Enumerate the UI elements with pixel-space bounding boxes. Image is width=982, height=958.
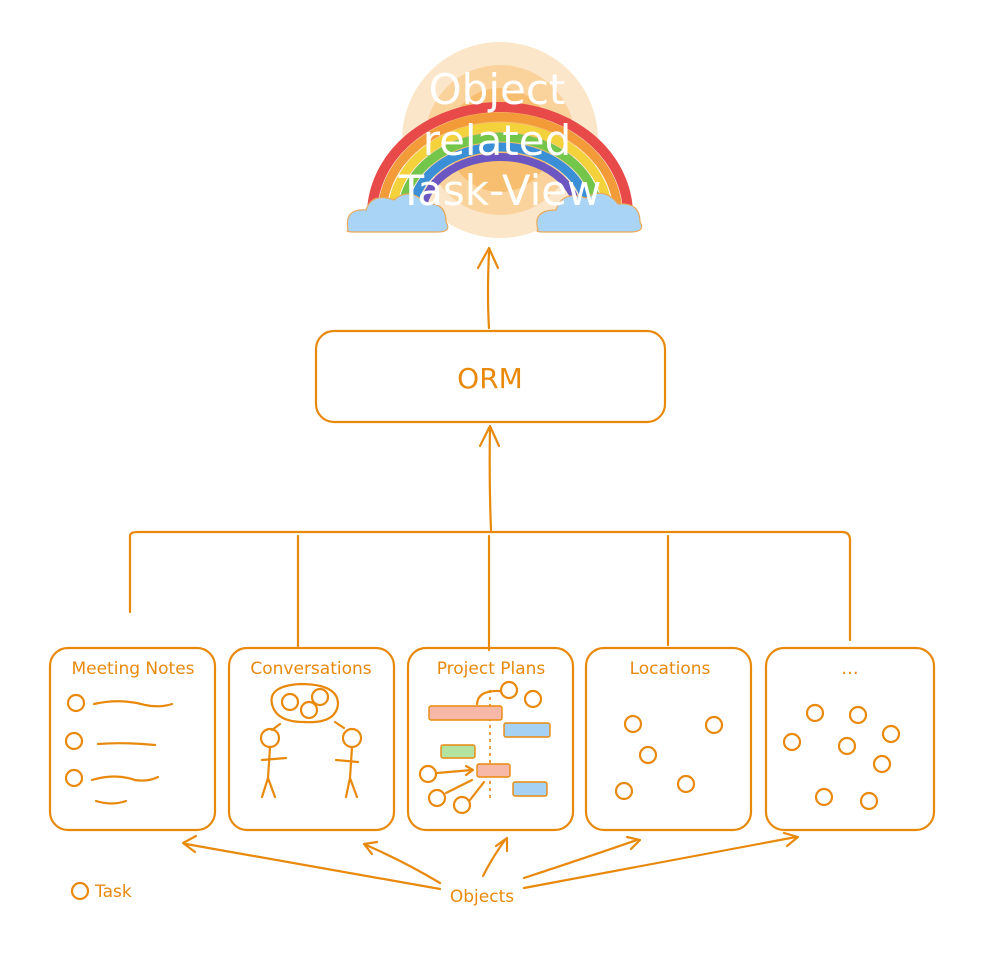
title-line-1: Object (429, 65, 566, 114)
arrow-orm-to-title (476, 246, 500, 330)
objects-arrows (181, 831, 800, 891)
card-meeting-notes: Meeting Notes (48, 646, 217, 832)
cloud-left-icon (346, 193, 449, 233)
objects-label: Objects (450, 887, 514, 907)
arrow-cards-to-orm (128, 424, 852, 652)
orm-box: ORM (314, 329, 667, 424)
conversation-people-icon (259, 682, 363, 799)
legend-task: Task (70, 881, 132, 902)
card-more-label: ... (841, 658, 858, 679)
card-project-plans-label: Project Plans (437, 659, 546, 679)
card-locations-label: Locations (630, 659, 711, 679)
card-project-plans: Project Plans (406, 646, 575, 832)
card-conversations: Conversations (227, 646, 396, 832)
card-more: ... (764, 646, 936, 832)
legend-task-label: Task (94, 882, 132, 902)
card-locations: Locations (584, 646, 753, 832)
orm-label: ORM (457, 362, 523, 395)
gantt-chart-icon (418, 680, 551, 815)
title-line-3: Task-View (397, 166, 601, 215)
card-meeting-notes-label: Meeting Notes (71, 659, 194, 679)
rainbow-illustration-icon (346, 42, 643, 238)
card-conversations-label: Conversations (250, 659, 371, 679)
cloud-right-icon (536, 192, 643, 233)
title-line-2: related (423, 116, 572, 165)
task-circle-icon (70, 881, 90, 901)
